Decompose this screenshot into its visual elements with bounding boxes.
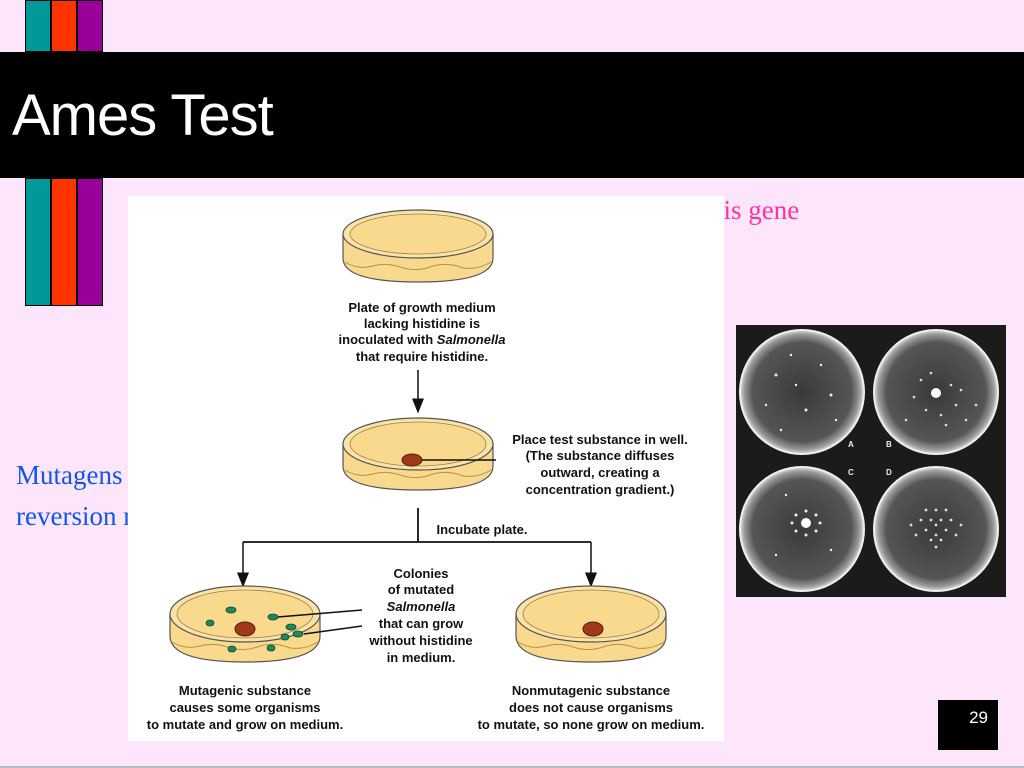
ames-test-diagram: Plate of growth medium lacking histidine… [128,196,724,741]
petri-dish-photo: A B C D [736,325,1006,597]
colonies-line6: in medium. [387,650,456,665]
nonmutagenic-line3: to mutate, so none grow on medium. [478,717,705,732]
petri-dish-a [739,329,865,455]
step2-line2: (The substance diffuses [526,448,675,463]
title-bar [0,52,1024,178]
nonmutagenic-line1: Nonmutagenic substance [512,683,670,698]
colonies-line2: of mutated [388,582,455,597]
test-substance-well [234,621,256,637]
incubate-label: Incubate plate. [436,522,527,537]
bottom-divider [0,766,1024,768]
agar-plate-initial [342,209,494,283]
step2-line3: outward, creating a [540,465,660,480]
decorative-stripe-purple [77,0,103,52]
nonmutagenic-line2: does not cause organisms [509,700,673,715]
colonies-line3: Salmonella [387,599,456,614]
step1-line1: Plate of growth medium [348,300,495,315]
mutagenic-line3: to mutate and grow on medium. [147,717,343,732]
step1-line2: lacking histidine is [364,316,480,331]
step2-line4: concentration gradient.) [526,482,675,497]
mutagenic-line2: causes some organisms [169,700,320,715]
slide-title: Ames Test [12,83,274,148]
step1-line4: that require histidine. [356,349,488,364]
mutagenic-line1: Mutagenic substance [179,683,311,698]
test-substance-well [582,621,604,637]
test-substance-well [401,453,423,467]
plate-label-b: B [886,440,892,449]
agar-plate-with-well [342,417,496,491]
agar-plate-mutagenic [169,585,363,663]
page-number: 29 [938,700,998,750]
step1-line3: inoculated with Salmonella [339,332,506,347]
plate-label-c: C [848,468,854,477]
step2-line1: Place test substance in well. [512,432,688,447]
petri-dish-c [739,466,865,592]
petri-dish-b [873,329,999,455]
agar-plate-nonmutagenic [515,585,667,663]
plate-label-d: D [886,468,892,477]
decorative-stripe-teal [25,0,51,52]
colonies-line4: that can grow [379,616,464,631]
revertant-colonies [205,606,304,653]
petri-dish-d [873,466,999,592]
decorative-stripe-purple-lower [77,178,103,306]
plate-label-a: A [848,440,854,449]
colonies-line1: Colonies [394,566,449,581]
decorative-stripe-red [51,0,77,52]
colonies-line5: without histidine [368,633,472,648]
decorative-stripe-teal-lower [25,178,51,306]
decorative-stripe-red-lower [51,178,77,306]
